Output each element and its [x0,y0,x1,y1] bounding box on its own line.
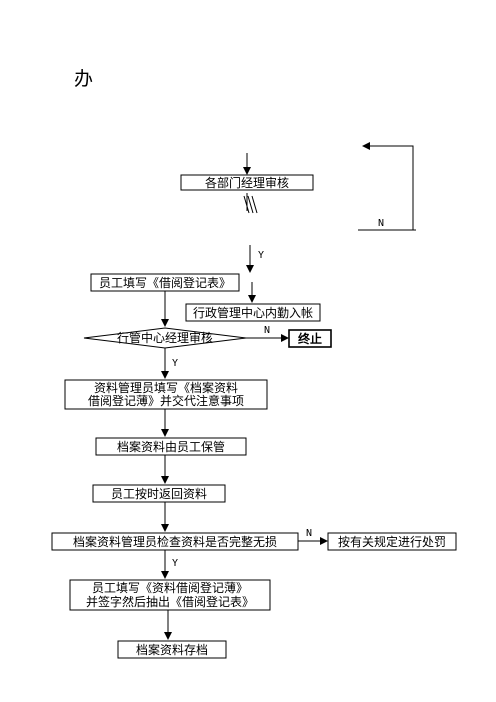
step-return-text: 员工按时返回资料 [111,487,207,501]
label-n-3: N [306,528,312,539]
step-penalty [327,532,457,551]
step-keep-text: 档案资料由员工保管 [117,439,225,454]
page-heading: 办 [74,68,94,90]
step-clerk-fill-line1: 资料管理员填写《档案资料 [94,380,238,395]
step-archive [117,640,227,659]
step-clerk-fill-line2: 借阅登记薄》并交代注意事项 [88,393,244,408]
step-clerk-fill [64,379,268,410]
step-keep [95,437,247,456]
label-n-1: N [378,218,384,229]
step-sign [69,579,271,611]
step-admin-post-text: 行政管理中心内勤入帐 [193,305,313,320]
step-dept-review [180,174,314,191]
step-sign-line2: 并签字然后抽出《借阅登记表》 [86,594,254,609]
label-y-1: Y [258,250,264,261]
label-y-2: Y [172,358,178,369]
step-terminate-text: 终止 [298,331,322,346]
step-sign-line1: 员工填写《资料借阅登记薄》 [92,580,248,595]
label-y-3: Y [172,558,178,569]
loop-back-connector [362,142,414,230]
step-penalty-text: 按有关规定进行处罚 [338,534,446,549]
step-archive-text: 档案资料存档 [136,642,208,657]
step-check-text: 档案资料管理员检查资料是否完整无损 [73,534,277,549]
step-admin-post [185,303,321,322]
connector-break-marks [243,193,258,214]
step-terminate [288,329,332,348]
label-n-2: N [264,325,270,336]
step-return [92,484,226,503]
decision-center-review-text: 行管中心经理审核 [117,330,213,345]
step-dept-review-text: 各部门经理审核 [205,175,289,190]
step-fill-form-text: 员工填写《借阅登记表》 [99,275,231,290]
